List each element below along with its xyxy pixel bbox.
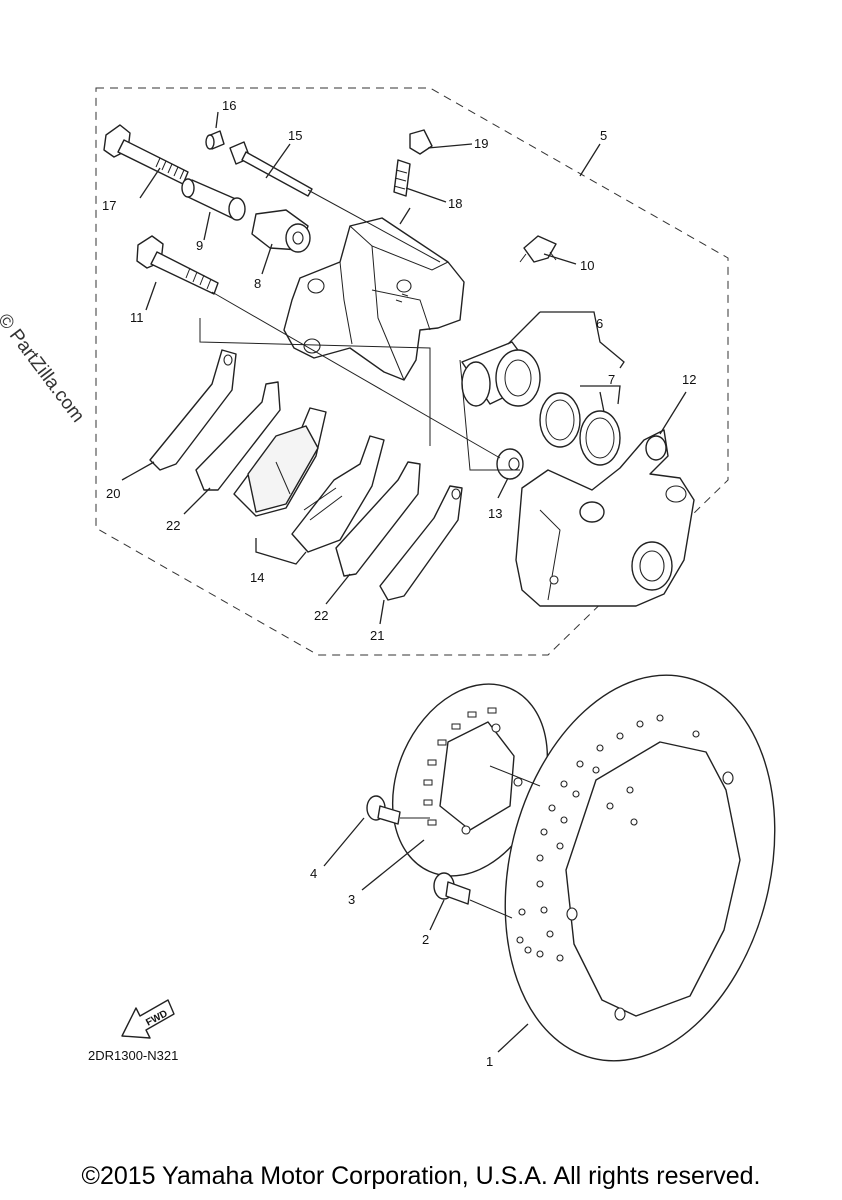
bolt-11[interactable] [136, 235, 219, 295]
bolt-2[interactable] [433, 872, 471, 905]
callout-6: 6 [596, 316, 603, 331]
callout-4: 4 [310, 866, 317, 881]
sensor-rotor-3[interactable] [364, 659, 577, 900]
callout-20: 20 [106, 486, 120, 501]
pad-shim-20[interactable] [149, 349, 237, 471]
callout-19: 19 [474, 136, 488, 151]
callout-18: 18 [448, 196, 462, 211]
callout-14: 14 [250, 570, 264, 585]
callout-12: 12 [682, 372, 696, 387]
callout-2: 2 [422, 932, 429, 947]
rotor-guide-lines [400, 765, 541, 919]
callout-10: 10 [580, 258, 594, 273]
pad-spring-10[interactable] [519, 235, 557, 263]
bleed-cap-19[interactable] [409, 129, 433, 155]
seal-kit-7[interactable] [539, 392, 621, 466]
bleed-screw-18[interactable] [393, 159, 411, 197]
callout-21: 21 [370, 628, 384, 643]
callout-5: 5 [600, 128, 607, 143]
bolt-4[interactable] [366, 795, 401, 825]
bolt-17[interactable] [103, 124, 189, 185]
callout-22-right: 22 [314, 608, 328, 623]
callout-11: 11 [130, 310, 144, 325]
callout-7: 7 [608, 372, 615, 387]
caliper-bracket-12[interactable] [515, 429, 695, 607]
shim-22-left[interactable] [195, 381, 281, 491]
shim-22-right[interactable] [335, 461, 421, 577]
sensor-rotor-slots [423, 707, 497, 826]
boot-13[interactable] [496, 448, 524, 480]
boot-8[interactable] [251, 209, 311, 253]
callout-15: 15 [288, 128, 302, 143]
piston-6[interactable] [461, 341, 541, 407]
callout-22-left: 22 [166, 518, 180, 533]
callout-labels: 16 15 17 9 8 11 19 18 5 10 6 7 12 13 20 … [102, 98, 696, 1069]
caliper-body[interactable] [283, 217, 465, 381]
callout-8: 8 [254, 276, 261, 291]
diagram-code: 2DR1300-N321 [88, 1048, 179, 1063]
fwd-arrow: FWD [121, 999, 175, 1039]
callout-3: 3 [348, 892, 355, 907]
sleeve-9[interactable] [181, 178, 246, 221]
callout-9: 9 [196, 238, 203, 253]
callout-1: 1 [486, 1054, 493, 1069]
boot-16[interactable] [205, 130, 225, 150]
callout-17: 17 [102, 198, 116, 213]
callout-13: 13 [488, 506, 502, 521]
pad-shim-21[interactable] [379, 485, 463, 601]
brake-disc-1[interactable] [466, 646, 813, 1089]
leader-lines [121, 111, 687, 1053]
callout-16: 16 [222, 98, 236, 113]
guide-lines [199, 189, 520, 471]
pin-15[interactable] [229, 141, 313, 197]
brake-pad-kit-14[interactable] [233, 407, 385, 553]
copyright-notice: ©2015 Yamaha Motor Corporation, U.S.A. A… [81, 1162, 761, 1190]
disc-holes [516, 714, 700, 962]
